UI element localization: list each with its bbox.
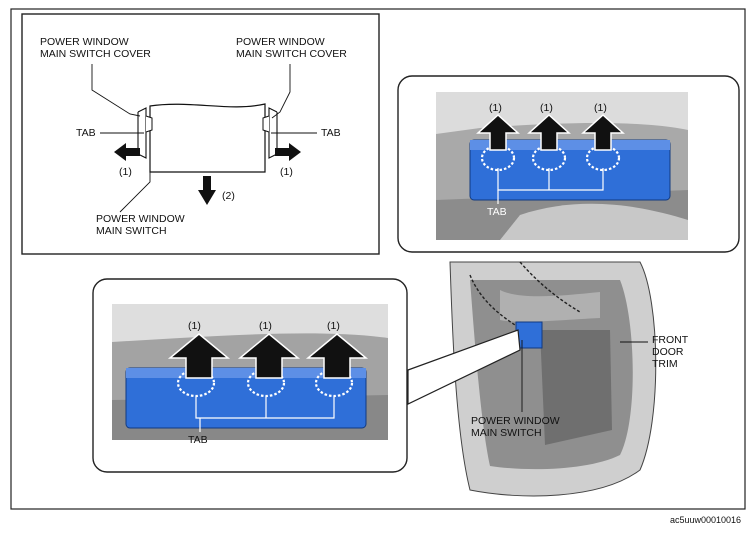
arrow-up-icon <box>476 113 520 151</box>
arrow-up-icon <box>527 113 571 151</box>
cover-right-label: POWER WINDOW MAIN SWITCH COVER <box>236 36 347 60</box>
switch-body-outline <box>149 103 266 173</box>
arrow-left-icon <box>114 143 140 161</box>
top-step-label-3: (1) <box>594 102 607 114</box>
schematic-switch-label: POWER WINDOW MAIN SWITCH <box>96 213 185 237</box>
front-door-trim-label: FRONT DOOR TRIM <box>652 334 689 370</box>
door-switch-label: POWER WINDOW MAIN SWITCH <box>471 415 560 439</box>
arrow-up-icon <box>305 333 369 379</box>
step-down-label: (2) <box>222 190 235 202</box>
door-trim-illustration <box>449 261 657 497</box>
top-step-label-2: (1) <box>540 102 553 114</box>
arrow-up-icon <box>167 333 231 379</box>
top-tab-label: TAB <box>487 206 507 218</box>
arrow-down-icon <box>198 176 216 205</box>
tab-left-label: TAB <box>76 127 96 139</box>
step-right-label: (1) <box>280 166 293 178</box>
bottom-step-label-3: (1) <box>327 320 340 332</box>
left-cover-outline <box>137 107 147 159</box>
step-left-label: (1) <box>119 166 132 178</box>
right-cover-outline <box>268 107 278 159</box>
cover-left-label: POWER WINDOW MAIN SWITCH COVER <box>40 36 151 60</box>
photo-top-panel <box>397 75 740 253</box>
bottom-step-label-1: (1) <box>188 320 201 332</box>
reference-code: ac5uuw00010016 <box>670 515 742 525</box>
arrow-up-icon <box>581 113 625 151</box>
bottom-step-label-2: (1) <box>259 320 272 332</box>
arrow-up-icon <box>237 333 301 379</box>
tab-right-label: TAB <box>321 127 341 139</box>
top-step-label-1: (1) <box>489 102 502 114</box>
switch-blue-door <box>515 321 543 349</box>
photo-bottom-panel <box>92 278 408 473</box>
bottom-tab-label: TAB <box>188 434 208 446</box>
arrow-right-icon <box>275 143 301 161</box>
schematic-panel <box>21 13 380 255</box>
